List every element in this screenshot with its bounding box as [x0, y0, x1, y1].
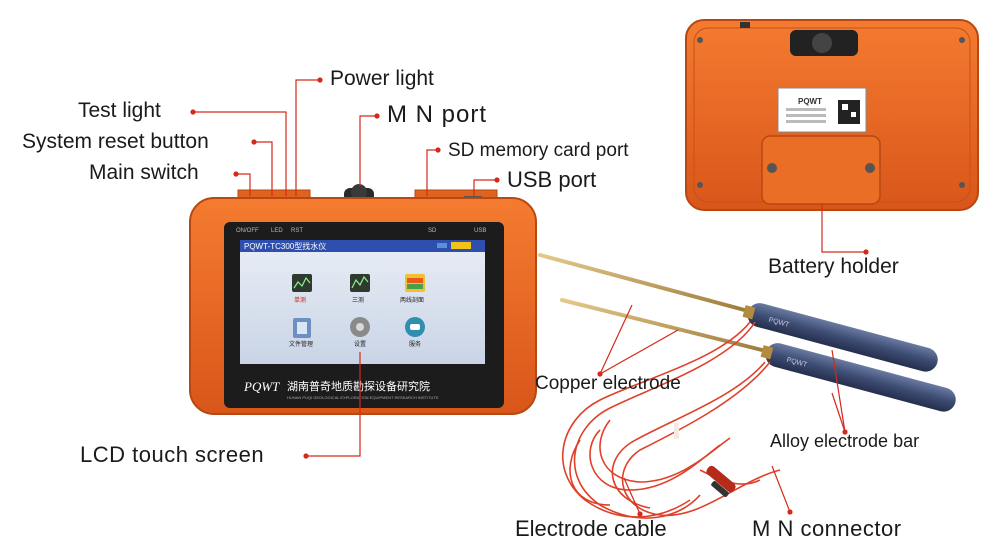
chart-icon [351, 275, 369, 289]
chart-icon [293, 276, 311, 289]
callout-usb-port: USB port [507, 167, 597, 192]
label-led: LED [271, 228, 283, 234]
back-brand: PQWT [798, 97, 822, 106]
alloy-grip [747, 303, 938, 372]
lcd-touch-screen[interactable]: PQWT-TC300型找水仪 单测 三测 两线剖面 [240, 240, 485, 364]
menu-two-line-profile[interactable]: 两线剖面 [400, 274, 425, 304]
menu-single-measure[interactable]: 单测 [292, 274, 312, 304]
menu-label: 单测 [294, 296, 306, 304]
brand-logo: PQWT [243, 379, 280, 394]
electrode-cable [561, 321, 781, 519]
qr-code-icon [838, 100, 860, 124]
battery-icon [451, 242, 471, 249]
callout-mn-port: M N port [387, 101, 488, 128]
battery-holder [761, 135, 881, 205]
callout-electrode-cable: Electrode cable [515, 516, 667, 541]
callout-alloy-electrode-bar: Alloy electrode bar [770, 431, 920, 451]
gear-icon [356, 323, 364, 331]
callout-lcd-touch-screen: LCD touch screen [80, 442, 265, 467]
menu-label: 服务 [409, 340, 421, 348]
label-usb: USB [474, 228, 486, 234]
menu-label: 两线剖面 [400, 296, 424, 304]
menu-label: 文件管理 [289, 340, 313, 348]
device-front: ON/OFF LED RST SD USB PQWT-TC300型找水仪 单测 … [189, 184, 537, 415]
callout-copper-electrode: Copper electrode [535, 373, 681, 394]
institute-name-en: HUNAN PUQI GEOLOGICAL EXPLORATION EQUIPM… [287, 395, 439, 400]
cable-tie [674, 423, 679, 439]
copper-rod [538, 253, 754, 314]
menu-label: 三测 [352, 296, 364, 304]
institute-name: 湖南普奇地质勘探设备研究院 [287, 379, 430, 393]
menu-three-measure[interactable]: 三测 [350, 274, 370, 304]
callout-power-light: Power light [330, 67, 434, 90]
menu-service[interactable]: 服务 [405, 317, 425, 348]
label-sd: SD [428, 228, 437, 234]
mn-connector [706, 465, 736, 497]
alloy-grip [765, 343, 956, 412]
device-back: PQWT [685, 19, 979, 211]
leader-lines [193, 79, 866, 515]
callout-mn-connector: M N connector [752, 516, 902, 541]
callout-test-light: Test light [78, 99, 161, 122]
menu-file-manager[interactable]: 文件管理 [289, 318, 313, 348]
label-rst: RST [291, 228, 303, 234]
callout-battery-holder: Battery holder [768, 255, 899, 278]
callout-system-reset-button: System reset button [22, 130, 209, 153]
electrode-1: PQWT [538, 253, 938, 372]
folder-icon [297, 322, 307, 334]
label-onoff: ON/OFF [236, 228, 259, 234]
phone-icon [410, 324, 420, 330]
callout-main-switch: Main switch [89, 161, 199, 184]
menu-settings[interactable]: 设置 [350, 317, 370, 348]
leader-dots [190, 77, 869, 517]
menu-label: 设置 [354, 340, 366, 348]
screen-title: PQWT-TC300型找水仪 [244, 241, 326, 251]
callout-sd-memory-card-port: SD memory card port [448, 140, 629, 161]
map-icon [407, 284, 423, 289]
